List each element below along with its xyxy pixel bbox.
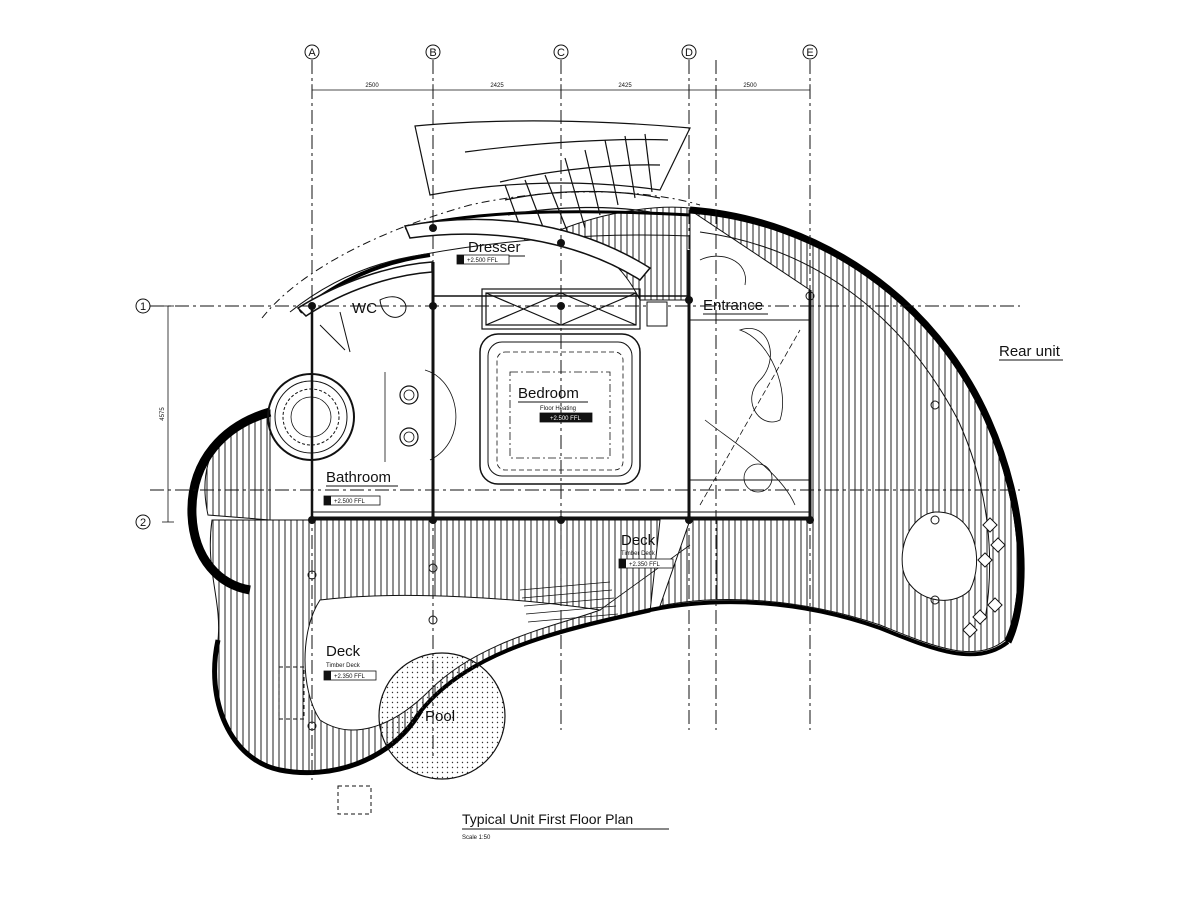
bathroom-fixtures <box>267 296 457 462</box>
grid-label-2: 2 <box>140 517 146 529</box>
tag-deck-right-sub: Timber Deck <box>621 551 656 557</box>
dimension-text: 2500 2425 2425 2500 4575 <box>160 83 757 421</box>
label-pool: Pool <box>425 708 455 725</box>
inner-envelope-lines <box>261 191 991 621</box>
grid-label-d: D <box>685 47 693 59</box>
room-labels: Dresser WC Entrance Bedroom Bathroom Dec… <box>326 239 1061 725</box>
label-wc: WC <box>352 300 377 317</box>
grid-bubble-c <box>553 44 569 60</box>
label-rear-unit: Rear unit <box>999 343 1061 360</box>
label-underlines <box>326 255 1063 830</box>
dim-b-c: 2425 <box>490 83 504 89</box>
pool-circle <box>378 652 506 780</box>
grid-bubble-1 <box>135 298 151 314</box>
grid-bubble-e <box>802 44 818 60</box>
dim-1-2: 4575 <box>160 407 166 421</box>
dresser-curved-wall <box>403 218 652 281</box>
rear-patio-features <box>901 511 1006 638</box>
round-shower <box>267 373 355 461</box>
basin-2 <box>399 427 419 447</box>
canopy-outline <box>414 120 691 196</box>
envelope-wall-west <box>187 407 272 595</box>
dim-a-b: 2500 <box>365 83 379 89</box>
interior-walls <box>310 250 812 520</box>
patio-circle <box>901 511 977 601</box>
tag-dresser: +2.500 FFL <box>467 258 499 264</box>
envelope-wall-sw <box>212 639 423 776</box>
tag-bedroom-sub: Floor Heating <box>540 406 576 412</box>
dimension-lines <box>162 84 811 523</box>
envelope-wall-south <box>418 600 1010 714</box>
lower-stair <box>519 544 691 623</box>
entrance-floor-curves <box>699 255 801 506</box>
tag-deck-left: +2.350 FFL <box>334 674 366 680</box>
grid-label-e: E <box>806 47 813 59</box>
grid-label-a: A <box>308 47 316 59</box>
grid-bubble-d <box>681 44 697 60</box>
tag-deck-left-sub: Timber Deck <box>326 663 361 669</box>
basin-1 <box>399 385 419 405</box>
bed <box>479 333 641 485</box>
grid-bubble-labels: A B C D E 1 2 <box>140 47 814 529</box>
label-dresser: Dresser <box>468 239 521 256</box>
door-panel <box>646 301 668 327</box>
tag-bathroom: +2.500 FFL <box>334 499 366 505</box>
level-tags: +2.500 FFL Floor Heating +2.500 FFL +2.5… <box>323 254 674 681</box>
dim-c-d: 2425 <box>618 83 632 89</box>
grid-label-1: 1 <box>140 301 146 313</box>
grid-label-b: B <box>429 47 436 59</box>
label-bedroom: Bedroom <box>518 385 579 402</box>
dashed-boxes <box>278 666 372 815</box>
label-bathroom: Bathroom <box>326 469 391 486</box>
structural-columns <box>307 224 940 731</box>
grid-bubble-a <box>304 44 320 60</box>
wc-toilet <box>379 296 407 318</box>
tag-bedroom: +2.500 FFL <box>550 416 582 422</box>
plan-scale: Scale 1:50 <box>462 835 491 841</box>
plan-title: Typical Unit First Floor Plan <box>462 811 633 827</box>
entrance-planter <box>743 463 773 493</box>
grid-bubbles <box>135 44 818 530</box>
tag-deck-right: +2.350 FFL <box>629 562 661 568</box>
envelope-wall-east <box>689 206 1025 644</box>
dim-d-e: 2500 <box>743 83 757 89</box>
grid-bubble-b <box>425 44 441 60</box>
label-deck-left: Deck <box>326 643 361 660</box>
label-deck-right: Deck <box>621 532 656 549</box>
label-entrance: Entrance <box>703 297 763 314</box>
wardrobe-unit <box>481 288 641 330</box>
grid-label-c: C <box>557 47 565 59</box>
grid-bubble-2 <box>135 514 151 530</box>
